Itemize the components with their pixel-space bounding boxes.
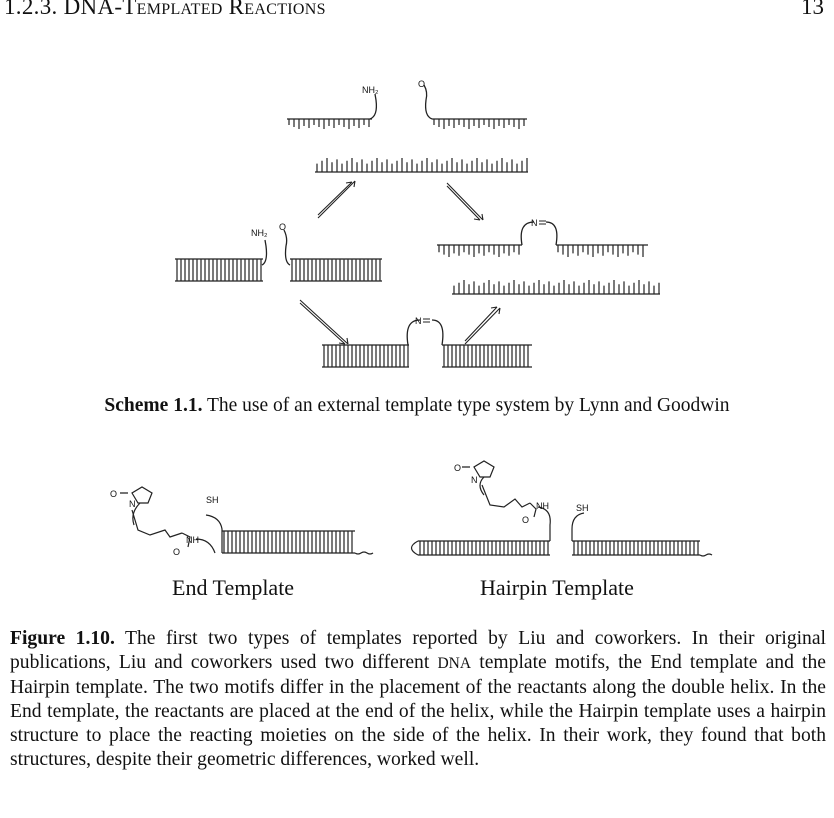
maleimide-ring-end bbox=[120, 486, 153, 504]
figure-caption-part1: The first two types of templates reporte… bbox=[10, 628, 826, 674]
running-header: 1.2.3. DNA-Templated Reactions 13 bbox=[0, 0, 834, 24]
maleimide-n-end: N bbox=[129, 499, 136, 509]
sh-arm-hairpin bbox=[571, 512, 585, 541]
amine-arm-left bbox=[261, 239, 268, 266]
scheme-linkers bbox=[261, 84, 558, 346]
imine-label-right: N bbox=[531, 218, 538, 228]
aldehyde-arm-left bbox=[283, 229, 291, 266]
imine-loop-right bbox=[520, 221, 558, 246]
scheme-caption-text: The use of an external template type sys… bbox=[206, 395, 730, 416]
sh-arm-end bbox=[205, 514, 223, 553]
end-template-duplex bbox=[222, 530, 355, 554]
figure-caption: Figure 1.10. The first two types of temp… bbox=[10, 627, 826, 773]
figure-dna-strands bbox=[222, 530, 713, 557]
amide-arm-hairpin bbox=[537, 506, 551, 541]
cyclohexane-ring-end bbox=[131, 509, 183, 538]
scheme-labels: NH₂ O NH₂ O N N bbox=[251, 79, 538, 326]
section-heading: 1.2.3. DNA-Templated Reactions bbox=[4, 0, 326, 20]
linker-hairpin bbox=[479, 476, 537, 518]
scheme-caption: Scheme 1.1. The use of an external templ… bbox=[0, 395, 834, 417]
scheme-caption-label: Scheme 1.1. bbox=[104, 395, 203, 416]
figure-caption-label: Figure 1.10. bbox=[10, 628, 115, 649]
hairpin-loop bbox=[410, 540, 419, 556]
hairpin-template-label: Hairpin Template bbox=[480, 575, 634, 600]
page-number: 13 bbox=[801, 0, 824, 19]
duplex-bottom-b bbox=[442, 344, 532, 368]
imine-label-bottom: N bbox=[415, 316, 422, 326]
end-template-label: End Template bbox=[172, 575, 295, 600]
section-number: 1.2.3. bbox=[4, 0, 58, 19]
cyclohexane-ring-hairpin bbox=[481, 484, 531, 508]
aldehyde-arm-top bbox=[423, 84, 433, 120]
maleimide-n-hairpin: N bbox=[471, 475, 478, 485]
arrow-top-right bbox=[446, 182, 484, 221]
amine-label-left: NH₂ bbox=[251, 228, 268, 238]
strand-right-b bbox=[556, 244, 648, 257]
figure-caption-part2: template motifs, the End template and th… bbox=[10, 652, 826, 771]
scheme-diagram: NH₂ O NH₂ O N N bbox=[175, 79, 660, 368]
carbonyl-label-top: O bbox=[418, 79, 425, 89]
double-bond-marks bbox=[423, 220, 546, 323]
amine-label-top: NH₂ bbox=[362, 85, 379, 95]
arrow-bottom-left bbox=[299, 299, 349, 345]
maleimide-o-hairpin: O bbox=[454, 463, 461, 473]
carbonyl-label-left: O bbox=[279, 222, 286, 232]
figure-labels: O N NH O SH O N NH O SH bbox=[110, 463, 589, 557]
strand-right-a bbox=[437, 244, 522, 257]
duplex-bottom-a bbox=[322, 344, 409, 368]
end-template-tail bbox=[354, 551, 374, 555]
linker-end bbox=[132, 502, 191, 548]
thiol-label-end: SH bbox=[206, 495, 219, 505]
end-template-molecule bbox=[120, 486, 223, 554]
arrow-bottom-right bbox=[464, 306, 501, 345]
duplex-left-a bbox=[175, 258, 263, 282]
template-strand-right bbox=[452, 280, 660, 295]
arrow-top-left bbox=[317, 180, 356, 219]
amine-arm-top bbox=[369, 93, 378, 120]
hairpin-template-molecule bbox=[462, 460, 585, 541]
amide-o-end: O bbox=[173, 547, 180, 557]
amide-nh-hairpin: NH bbox=[536, 501, 549, 511]
section-title: DNA-Templated Reactions bbox=[63, 0, 326, 19]
amide-arm-end bbox=[195, 538, 216, 554]
amide-o-hairpin: O bbox=[522, 515, 529, 525]
hairpin-duplex-a bbox=[418, 540, 550, 556]
amide-nh-end: NH bbox=[186, 535, 199, 545]
strand-top-left bbox=[287, 118, 372, 129]
template-strand-top bbox=[315, 158, 528, 173]
figure-caption-dna: DNA bbox=[437, 655, 472, 673]
maleimide-ring-hairpin bbox=[462, 460, 495, 478]
hairpin-duplex-b bbox=[572, 540, 700, 556]
scheme-dna-strands bbox=[175, 118, 660, 368]
duplex-left-b bbox=[290, 258, 382, 282]
scheme-arrows bbox=[299, 180, 501, 345]
thiol-label-hairpin: SH bbox=[576, 503, 589, 513]
imine-loop-bottom bbox=[406, 319, 444, 346]
hairpin-tail bbox=[699, 553, 713, 557]
strand-top-right bbox=[432, 118, 527, 129]
template-figure-diagram: O N NH O SH O N NH O SH bbox=[110, 460, 713, 557]
maleimide-o-end: O bbox=[110, 489, 117, 499]
